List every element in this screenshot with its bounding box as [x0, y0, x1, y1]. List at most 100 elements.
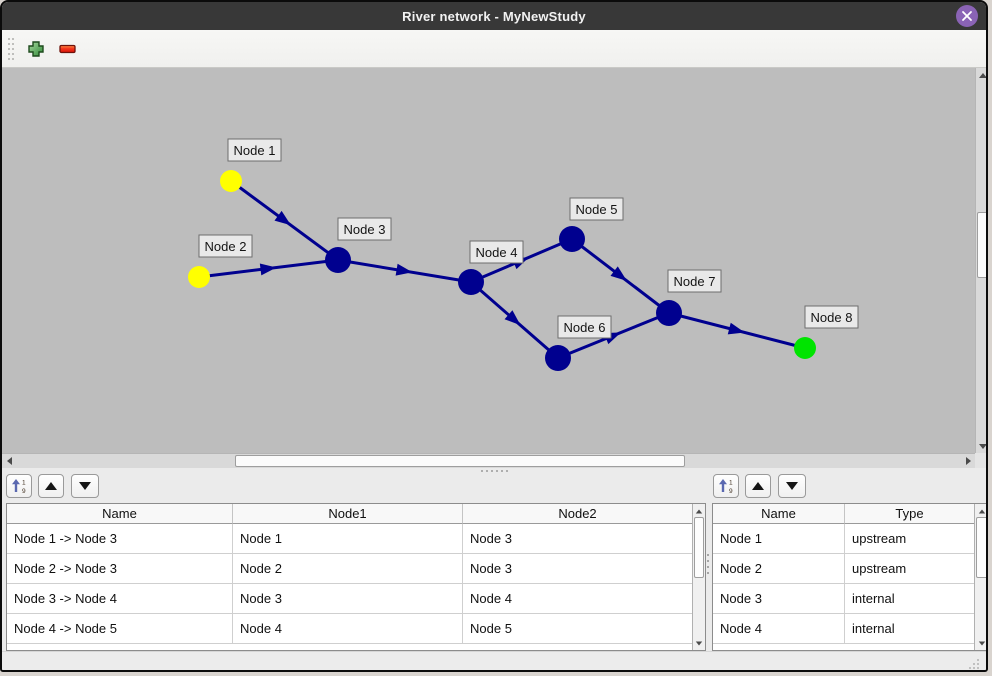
triangle-up-icon: [695, 509, 703, 513]
edge-direction-arrow-icon: [610, 266, 627, 281]
node-label-node-2: Node 2: [198, 234, 253, 258]
down-arrow-icon: [786, 482, 798, 490]
node-label-node-6: Node 6: [557, 315, 612, 339]
scroll-up-button[interactable]: [976, 68, 986, 82]
node-node-7[interactable]: [656, 300, 682, 326]
node-node-6[interactable]: [545, 345, 571, 371]
nodes-move-up-button[interactable]: [745, 474, 771, 498]
branches-sort-button[interactable]: 1 9: [6, 474, 32, 498]
vertical-scrollbar-thumb[interactable]: [977, 212, 986, 278]
scroll-down-button[interactable]: [976, 439, 986, 453]
main-toolbar: [2, 30, 986, 68]
table-cell: Node 1: [233, 524, 463, 554]
scroll-left-button[interactable]: [2, 454, 16, 468]
node-node-1[interactable]: [220, 170, 242, 192]
scroll-up-button[interactable]: [975, 505, 986, 517]
sort-ascending-icon: 1 9: [12, 479, 26, 494]
svg-text:9: 9: [729, 488, 733, 494]
table-cell: Node 1 -> Node 3: [7, 524, 233, 554]
table-cell: internal: [845, 614, 975, 644]
table-cell: Node 3: [463, 554, 693, 584]
table-cell: Node 3: [463, 524, 693, 554]
nodes-move-down-button[interactable]: [778, 474, 806, 498]
remove-branch-button[interactable]: [55, 36, 81, 62]
svg-text:Node 6: Node 6: [564, 320, 606, 335]
horizontal-scrollbar-thumb[interactable]: [235, 455, 685, 467]
edge-direction-arrow-icon: [727, 322, 745, 335]
horizontal-splitter[interactable]: [2, 468, 986, 474]
node-label-node-4: Node 4: [469, 240, 524, 264]
column-header-node2[interactable]: Node2: [463, 504, 693, 524]
scroll-down-button[interactable]: [693, 637, 705, 649]
column-header-node1[interactable]: Node1: [233, 504, 463, 524]
svg-text:1: 1: [22, 480, 26, 487]
canvas-vertical-scrollbar[interactable]: [975, 68, 986, 453]
column-header-name[interactable]: Name: [7, 504, 233, 524]
svg-text:Node 1: Node 1: [234, 143, 276, 158]
nodes-table-scrollbar[interactable]: [974, 504, 986, 650]
svg-text:Node 4: Node 4: [476, 245, 518, 260]
column-header-type[interactable]: Type: [845, 504, 975, 524]
green-plus-icon: [28, 40, 44, 57]
node-node-5[interactable]: [559, 226, 585, 252]
triangle-down-icon: [978, 641, 986, 645]
svg-text:Node 3: Node 3: [344, 222, 386, 237]
svg-text:Node 8: Node 8: [811, 310, 853, 325]
column-header-name[interactable]: Name: [713, 504, 845, 524]
triangle-down-icon: [979, 443, 986, 449]
table-cell: Node 4 -> Node 5: [7, 614, 233, 644]
table-cell: Node 4: [463, 584, 693, 614]
node-node-2[interactable]: [188, 266, 210, 288]
down-arrow-icon: [79, 482, 91, 490]
table-cell: Node 1: [713, 524, 845, 554]
node-node-8[interactable]: [794, 337, 816, 359]
scroll-down-button[interactable]: [975, 637, 986, 649]
svg-text:9: 9: [22, 488, 26, 494]
table-cell: Node 2 -> Node 3: [7, 554, 233, 584]
table-cell: Node 5: [463, 614, 693, 644]
close-button[interactable]: [956, 5, 978, 27]
edge-direction-arrow-icon: [259, 263, 277, 276]
scrollbar-corner: [975, 453, 986, 468]
table-scrollbar-thumb[interactable]: [976, 517, 986, 578]
table-cell: Node 4: [713, 614, 845, 644]
triangle-up-icon: [979, 72, 986, 78]
node-node-3[interactable]: [325, 247, 351, 273]
node-label-node-3: Node 3: [337, 217, 392, 241]
toolbar-drag-handle[interactable]: [5, 36, 17, 62]
resize-grip-icon[interactable]: [968, 658, 980, 670]
nodes-sort-button[interactable]: 1 9: [713, 474, 739, 498]
branches-move-down-button[interactable]: [71, 474, 99, 498]
triangle-right-icon: [965, 457, 971, 465]
scroll-up-button[interactable]: [693, 505, 705, 517]
scroll-right-button[interactable]: [961, 454, 975, 468]
table-cell: Node 3 -> Node 4: [7, 584, 233, 614]
svg-text:Node 7: Node 7: [674, 274, 716, 289]
branches-table-scrollbar[interactable]: [692, 504, 705, 650]
triangle-down-icon: [695, 641, 703, 645]
node-label-node-1: Node 1: [227, 138, 282, 162]
canvas-horizontal-scrollbar[interactable]: [2, 453, 975, 468]
node-label-node-8: Node 8: [804, 305, 859, 329]
add-branch-button[interactable]: [23, 36, 49, 62]
edge-direction-arrow-icon: [274, 210, 291, 226]
up-arrow-icon: [45, 482, 57, 490]
branches-move-up-button[interactable]: [38, 474, 64, 498]
titlebar[interactable]: River network - MyNewStudy: [2, 2, 986, 30]
node-node-4[interactable]: [458, 269, 484, 295]
table-scrollbar-thumb[interactable]: [694, 517, 704, 578]
vertical-splitter[interactable]: [705, 552, 711, 578]
